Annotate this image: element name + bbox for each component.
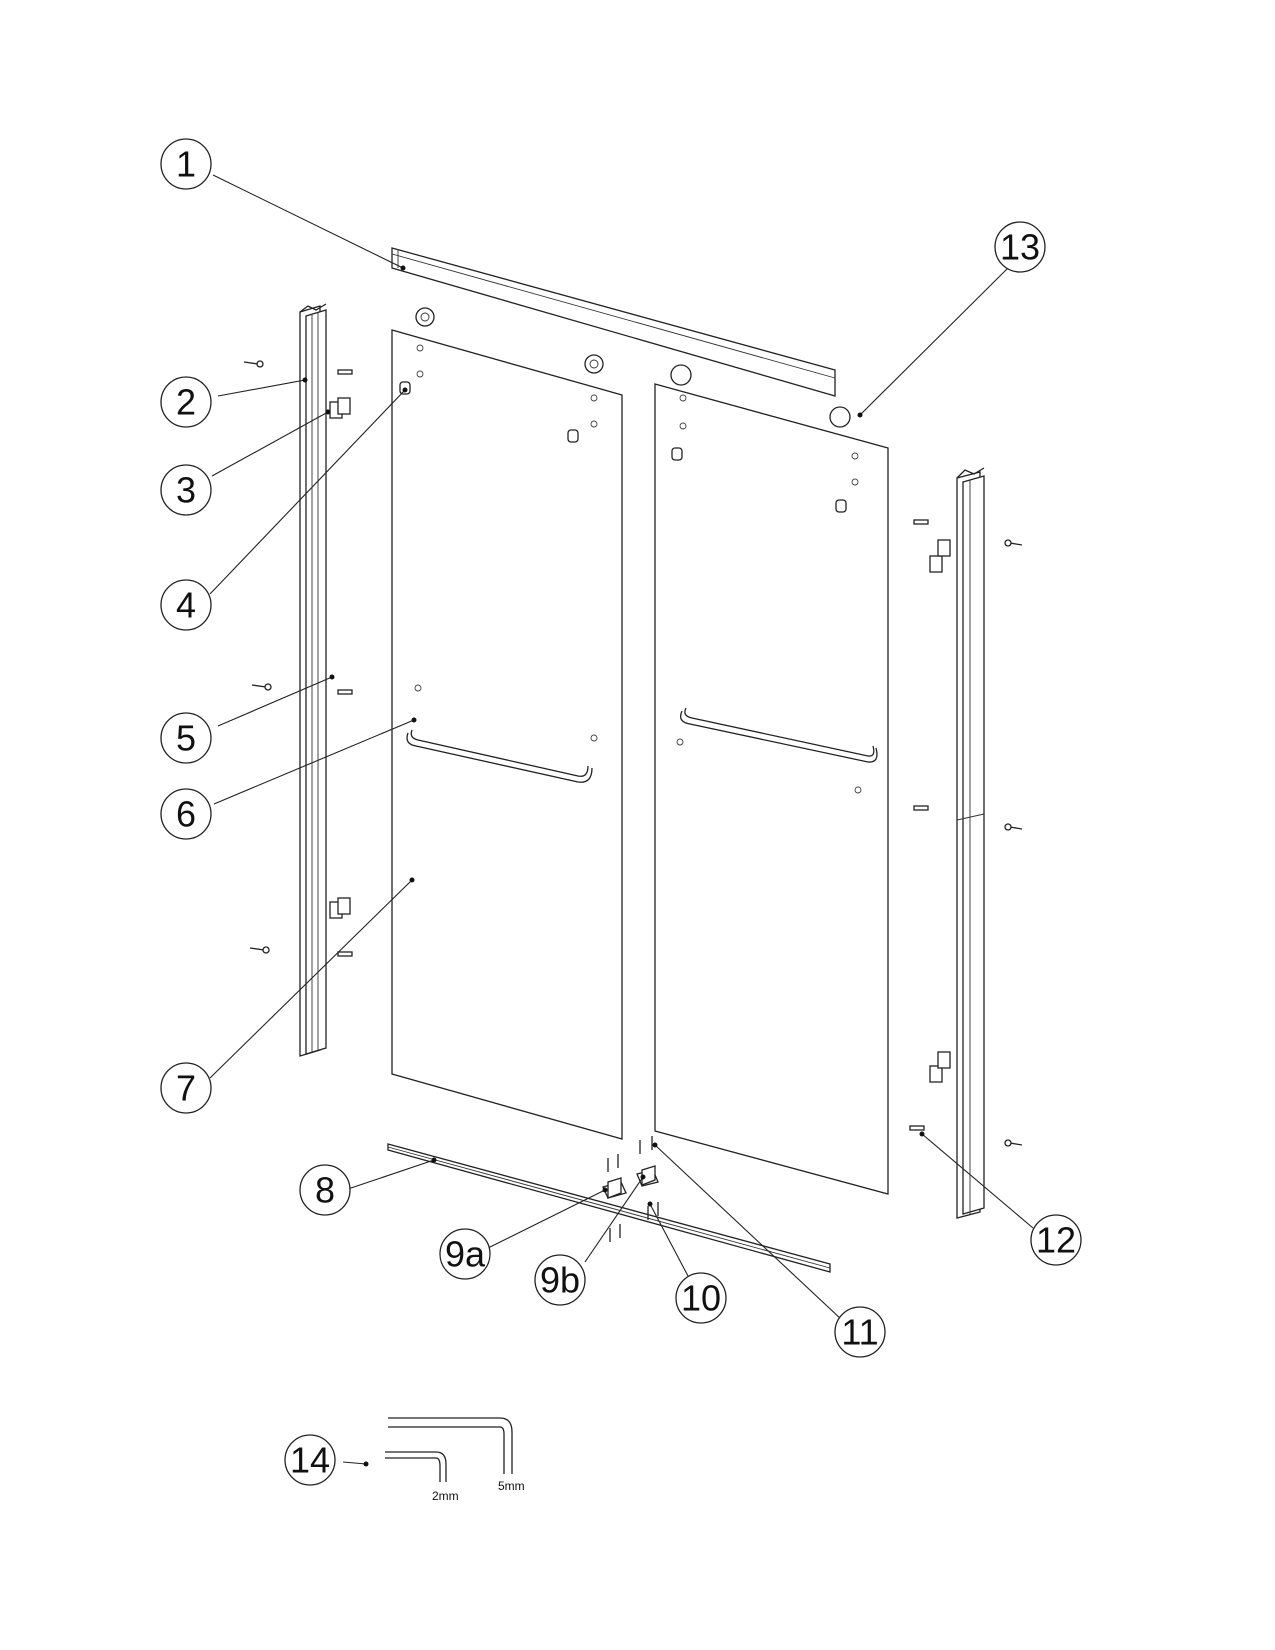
callout-10: 10 (675, 1272, 727, 1324)
svg-text:9b: 9b (540, 1260, 580, 1301)
svg-text:13: 13 (1000, 227, 1040, 268)
left-wall-jamb (299, 303, 327, 1057)
bumpers (399, 381, 847, 513)
svg-text:10: 10 (681, 1278, 721, 1319)
svg-text:8: 8 (315, 1170, 335, 1211)
callout-9b: 9b (534, 1254, 586, 1306)
bottom-rail (387, 1143, 831, 1273)
svg-text:11: 11 (841, 1312, 878, 1353)
svg-text:4: 4 (176, 585, 196, 626)
guide-screws (607, 1136, 659, 1242)
svg-text:5: 5 (176, 718, 196, 759)
large-key-size-label: 5mm (498, 1479, 525, 1493)
leader-lines (209, 174, 1034, 1467)
callout-8: 8 (299, 1164, 351, 1216)
jamb-screws (337, 369, 929, 1131)
bottom-guides (602, 1165, 659, 1199)
callout-7: 7 (160, 1062, 212, 1114)
callout-13: 13 (994, 221, 1046, 273)
callout-9a: 9a (439, 1228, 491, 1280)
towel-bar-handles (406, 707, 878, 783)
svg-text:9a: 9a (445, 1234, 486, 1275)
svg-text:12: 12 (1036, 1220, 1076, 1261)
callout-1: 1 (160, 138, 212, 190)
callout-4: 4 (160, 579, 212, 631)
callout-3: 3 (160, 464, 212, 516)
callout-6: 6 (160, 788, 212, 840)
wall-anchors (243, 360, 1023, 1147)
right-wall-jamb (956, 467, 985, 1219)
allen-keys: 2mm 5mm (385, 1417, 525, 1503)
svg-text:7: 7 (176, 1068, 196, 1109)
svg-text:14: 14 (290, 1440, 330, 1481)
svg-text:1: 1 (176, 144, 196, 185)
callout-12: 12 (1030, 1214, 1082, 1266)
rollers (415, 307, 851, 428)
svg-text:6: 6 (176, 794, 196, 835)
callout-11: 11 (834, 1306, 886, 1358)
small-key-size-label: 2mm (432, 1489, 459, 1503)
left-glass-panel (391, 329, 623, 1140)
svg-text:2: 2 (176, 382, 196, 423)
callout-5: 5 (160, 712, 212, 764)
right-glass-panel (654, 383, 889, 1195)
callout-2: 2 (160, 376, 212, 428)
jamb-clips (329, 397, 951, 1083)
top-rail (391, 247, 836, 397)
callout-14: 14 (284, 1434, 336, 1486)
svg-text:3: 3 (176, 470, 196, 511)
